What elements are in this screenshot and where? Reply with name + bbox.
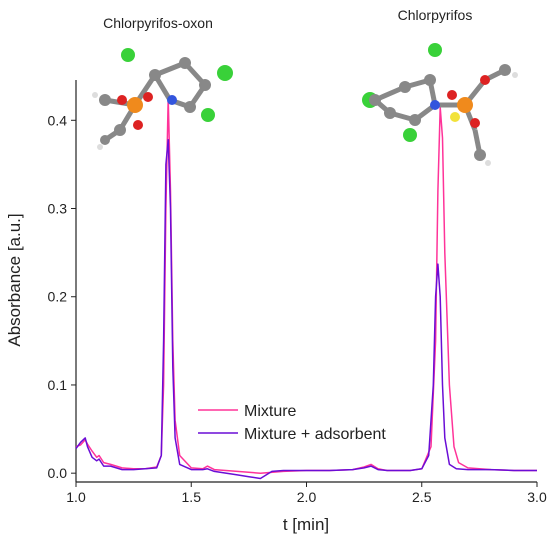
series-layer bbox=[75, 97, 537, 480]
x-tick-label: 1.0 bbox=[66, 489, 86, 505]
x-axis-ticks: 1.0 1.5 2.0 2.5 3.0 bbox=[66, 482, 547, 505]
annotation-chlorpyrifos-oxon: Chlorpyrifos-oxon bbox=[103, 15, 213, 31]
y-tick-label: 0.3 bbox=[48, 201, 68, 217]
legend-label-mixture: Mixture bbox=[244, 403, 297, 420]
chlorpyrifos-oxon-molecule-icon bbox=[92, 48, 233, 150]
plot-frame bbox=[75, 80, 537, 483]
series-line-mixture-adsorbent bbox=[75, 138, 537, 480]
y-tick-label: 0.1 bbox=[48, 377, 68, 393]
x-tick-label: 2.5 bbox=[412, 489, 432, 505]
annotation-chlorpyrifos: Chlorpyrifos bbox=[398, 7, 473, 23]
y-axis-title: Absorbance [a.u.] bbox=[5, 213, 24, 346]
x-tick-label: 2.0 bbox=[297, 489, 317, 505]
x-tick-label: 3.0 bbox=[527, 489, 547, 505]
legend: Mixture Mixture + adsorbent bbox=[198, 403, 386, 443]
y-tick-label: 0.2 bbox=[48, 289, 68, 305]
y-tick-label: 0.4 bbox=[48, 112, 68, 128]
y-axis-ticks: 0.0 0.1 0.2 0.3 0.4 bbox=[48, 112, 76, 481]
y-tick-label: 0.0 bbox=[48, 465, 68, 481]
chlorpyrifos-molecule-icon bbox=[362, 43, 518, 166]
series-line-mixture bbox=[75, 97, 537, 474]
x-axis-title: t [min] bbox=[283, 515, 329, 534]
x-tick-label: 1.5 bbox=[182, 489, 202, 505]
legend-label-mixture-adsorbent: Mixture + adsorbent bbox=[244, 426, 386, 443]
